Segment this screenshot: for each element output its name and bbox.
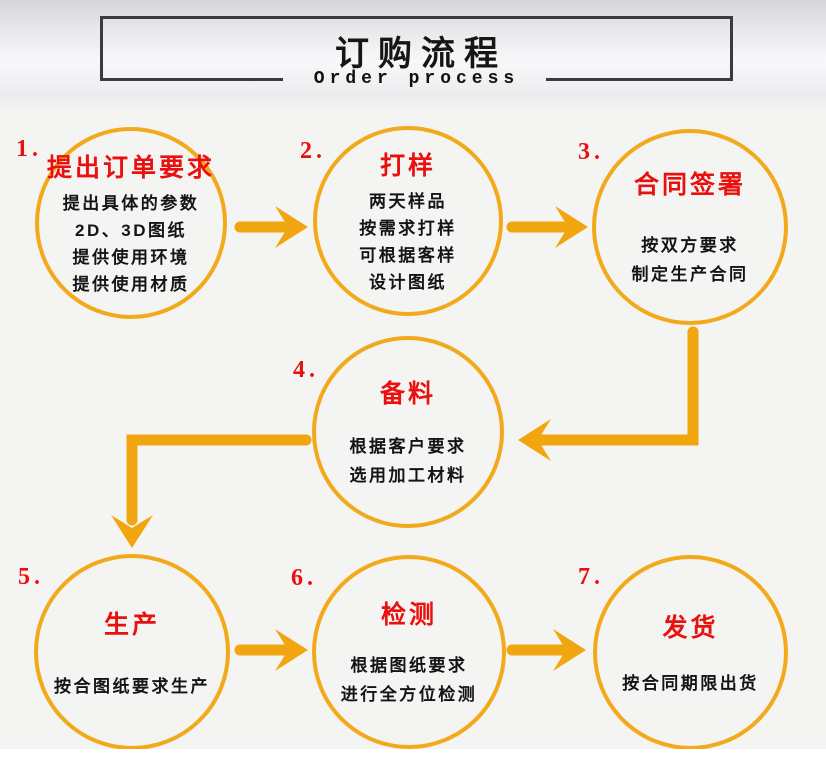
step-circle-7: 发货 按合同期限出货 [593,555,788,750]
step-detail-line: 提出具体的参数 [62,194,200,213]
arrow-step3-to-step4 [518,326,699,461]
step-detail-line: 提供使用环境 [72,248,190,267]
step-number-5: 5. [18,564,44,590]
step-detail-line: 两天样品 [369,192,447,211]
step-number-6: 6. [291,565,317,591]
step-number-4: 4. [293,357,319,383]
step-detail-line: 根据客户要求 [349,437,467,456]
title-box: 订购流程 [100,16,733,81]
page-subtitle: Order process [313,69,520,89]
step-number-3: 3. [578,139,604,165]
page-title: 订购流程 [335,35,507,73]
step-detail-line: 可根据客样 [359,246,457,265]
step-title-5: 生产 [103,610,160,639]
step-circle-4: 备料 根据客户要求 选用加工材料 [312,336,504,528]
step-detail-line: 按合图纸要求生产 [54,676,210,696]
step-detail-line: 按合同期限出货 [622,674,759,693]
step-detail-line: 选用加工材料 [349,466,467,485]
step-circle-1: 提出订单要求 提出具体的参数 2D、3D图纸 提供使用环境 提供使用材质 [35,127,227,319]
step-circle-6: 检测 根据图纸要求 进行全方位检测 [312,555,506,749]
step-title-1: 提出订单要求 [46,154,215,182]
step-detail-line: 进行全方位检测 [340,685,478,704]
header-band: 订购流程 Order process [0,0,826,112]
step-title-3: 合同签署 [633,171,746,199]
step-title-4: 备料 [379,380,436,408]
title-box-bottom-border-right [546,78,733,81]
step-title-6: 检测 [380,601,437,629]
step-circle-5: 生产 按合图纸要求生产 [34,554,230,750]
step-title-2: 打样 [379,152,436,180]
step-detail-line: 根据图纸要求 [350,656,468,675]
step-detail-line: 制定生产合同 [631,265,749,284]
title-box-bottom-border-left [100,78,283,81]
step-detail-line: 2D、3D图纸 [75,221,187,240]
step-number-1: 1. [16,136,42,162]
arrow-step5-to-step6 [234,629,308,671]
step-detail-line: 设计图纸 [369,273,447,292]
arrow-step6-to-step7 [506,629,586,671]
step-detail-line: 按双方要求 [641,236,739,255]
bottom-white-band [0,749,826,767]
step-number-7: 7. [578,564,604,590]
step-circle-3: 合同签署 按双方要求 制定生产合同 [592,129,788,325]
step-detail-line: 按需求打样 [359,219,457,238]
arrow-step2-to-step3 [506,206,588,248]
arrow-step1-to-step2 [234,206,308,248]
step-detail-line: 提供使用材质 [72,275,190,294]
arrow-step4-to-step5 [111,434,312,548]
step-title-7: 发货 [662,614,719,642]
step-circle-2: 打样 两天样品 按需求打样 可根据客样 设计图纸 [313,126,503,316]
step-number-2: 2. [300,138,326,164]
